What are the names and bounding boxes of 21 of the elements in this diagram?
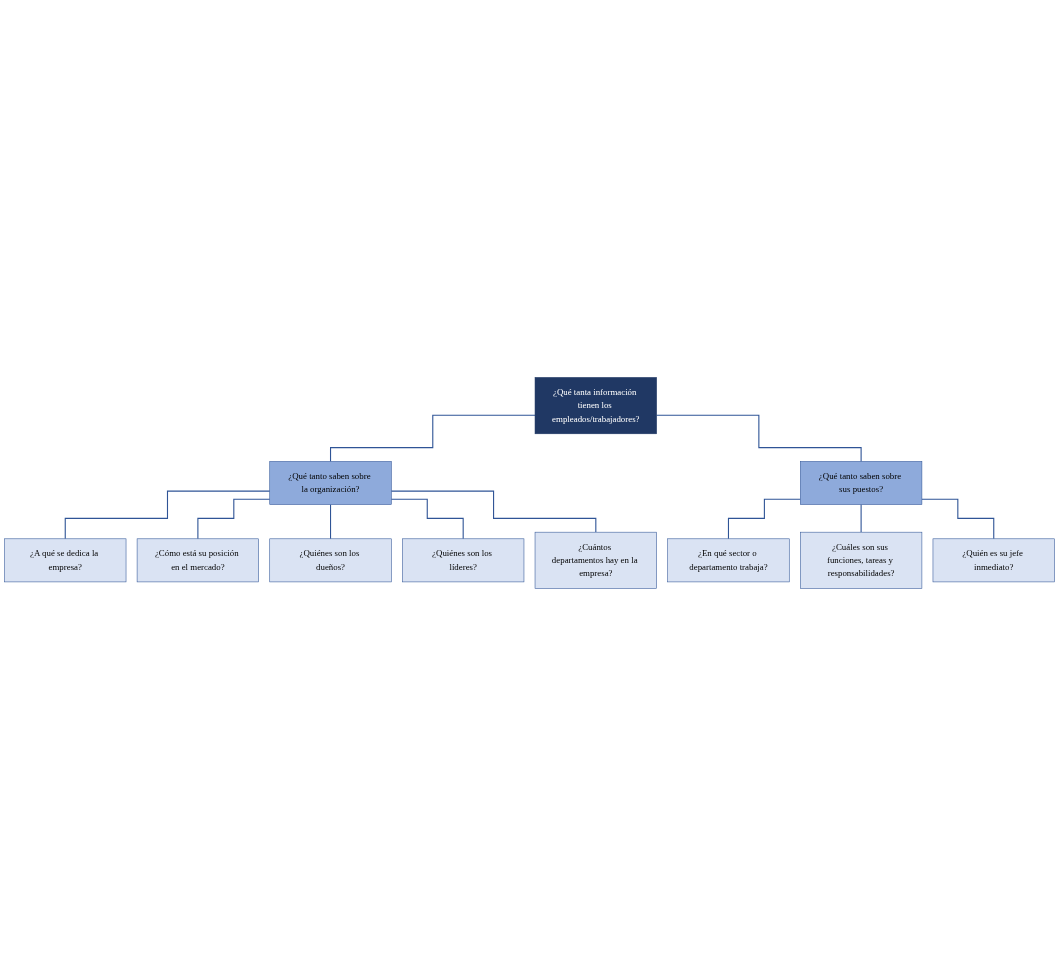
node-box: ¿A qué se dedica la empresa?	[4, 538, 127, 583]
node-box: ¿Qué tanto saben sobre la organización?	[269, 461, 392, 505]
connector	[64, 490, 271, 540]
connector	[329, 414, 536, 462]
connector	[656, 414, 862, 462]
node-box: ¿Cuáles son sus funciones, tareas y responsabilidades?	[800, 531, 923, 589]
connector	[197, 498, 271, 540]
node-box: ¿En qué sector o departamento trabaja?	[667, 538, 790, 583]
node-box: ¿Quiénes son los líderes?	[402, 538, 525, 583]
node-box: ¿Qué tanta información tienen los empleados/trabajadores?	[534, 377, 657, 435]
connector	[390, 498, 464, 540]
node-box: ¿Quién es su jefe inmediato?	[932, 538, 1055, 583]
node-box: ¿Cómo está su posición en el mercado?	[136, 538, 259, 583]
node-box: ¿Qué tanto saben sobre sus puestos?	[800, 461, 923, 505]
connector	[329, 504, 332, 540]
connector	[727, 498, 801, 540]
node-box: ¿Quiénes son los dueños?	[269, 538, 392, 583]
connector	[390, 490, 597, 533]
connector	[921, 498, 995, 540]
node-box: ¿Cuántos departamentos hay en la empresa?	[534, 531, 657, 589]
connector	[860, 504, 862, 533]
